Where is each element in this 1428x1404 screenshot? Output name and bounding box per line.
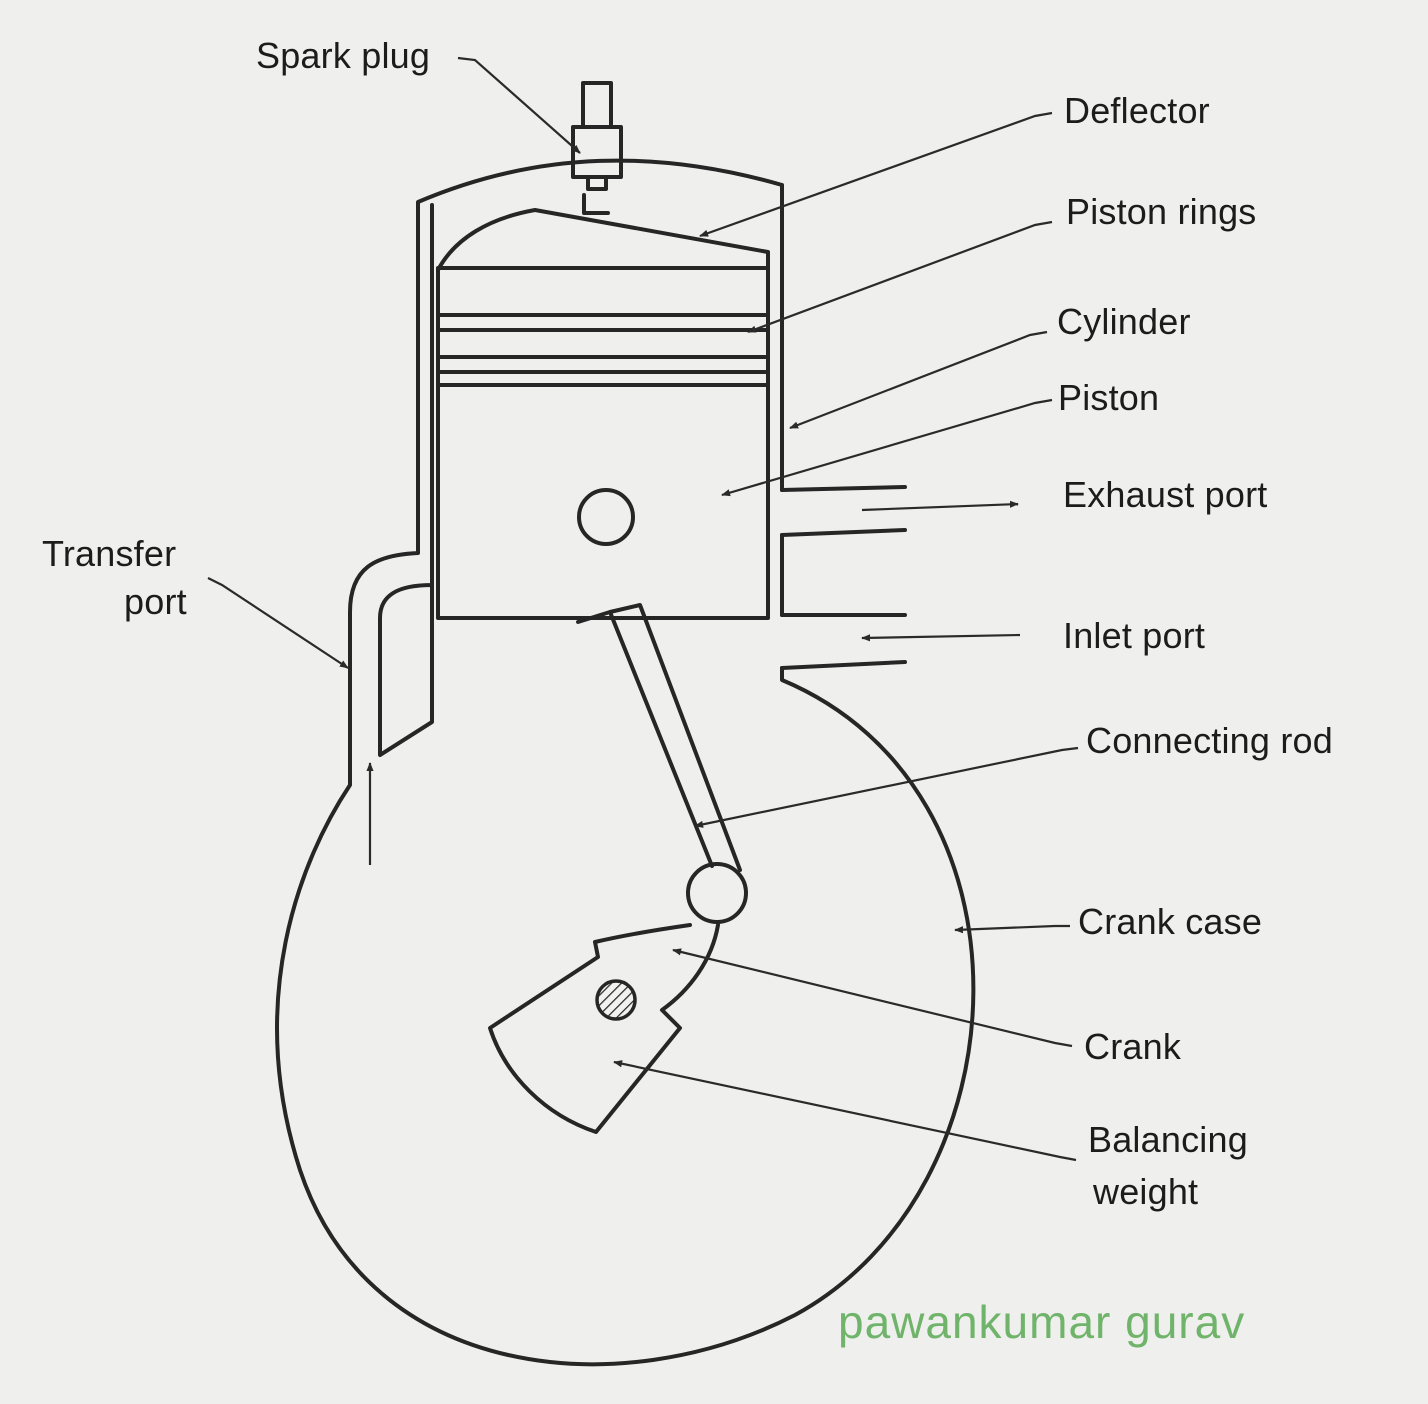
label-transfer-port-line2: port: [124, 581, 187, 622]
leader-crank: [672, 948, 1073, 1048]
label-exhaust-port: Exhaust port: [1063, 474, 1268, 515]
watermark: pawankumar gurav: [838, 1296, 1246, 1348]
label-deflector: Deflector: [1064, 90, 1210, 131]
label-balancing-weight-line1: Balancing: [1088, 1119, 1248, 1160]
label-connecting-rod: Connecting rod: [1086, 720, 1333, 761]
leader-deflector: [699, 111, 1053, 238]
leader-balancing-weight: [613, 1060, 1077, 1162]
label-balancing-weight-line2: weight: [1093, 1171, 1199, 1212]
inlet-port-lower-wall: [780, 660, 907, 670]
piston: [436, 208, 770, 620]
label-crank: Crank: [1084, 1026, 1182, 1067]
label-spark-plug: Spark plug: [256, 35, 431, 76]
crank-shaft: [595, 979, 637, 1021]
crank-case-outline: [275, 158, 976, 1367]
leader-spark-plug: [457, 56, 581, 154]
leader-transfer-port: [207, 577, 349, 669]
connecting-rod: [576, 603, 742, 872]
transfer-port-passage: [378, 203, 434, 757]
leader-crank-case: [954, 924, 1070, 934]
crank-pin: [686, 862, 748, 924]
leader-cylinder: [789, 330, 1048, 430]
label-cylinder: Cylinder: [1057, 301, 1191, 342]
label-piston: Piston: [1058, 377, 1160, 418]
inlet-flow-arrow: [861, 633, 1021, 642]
label-inlet-port: Inlet port: [1063, 615, 1206, 656]
leader-piston: [721, 398, 1053, 497]
exhaust-port-lower-wall: [780, 528, 907, 537]
leader-connecting-rod: [694, 746, 1079, 828]
label-transfer-port-line1: Transfer: [42, 533, 177, 574]
label-piston-rings: Piston rings: [1066, 191, 1257, 232]
spark-plug: [571, 81, 623, 215]
exhaust-flow-arrow: [861, 500, 1019, 512]
exhaust-port-upper-wall: [780, 485, 907, 492]
crank-web: [488, 923, 720, 1134]
label-crank-case: Crank case: [1078, 901, 1263, 942]
leader-piston-rings: [747, 220, 1053, 334]
